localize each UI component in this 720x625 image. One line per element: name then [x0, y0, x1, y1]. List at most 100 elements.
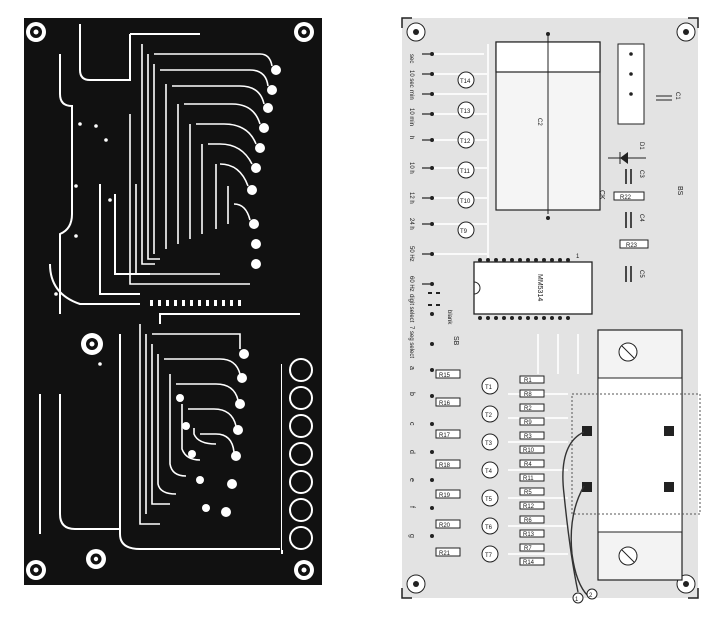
mid-label-1: blank	[446, 310, 452, 325]
svg-text:C4: C4	[638, 214, 644, 222]
transistor-t5: T5	[481, 489, 499, 507]
large-pad-column	[282, 352, 320, 550]
resistor-r22: R22	[613, 191, 645, 201]
svg-text:C2: C2	[536, 118, 542, 126]
segment-label-1: b	[408, 392, 415, 396]
lower-track-group	[139, 324, 241, 525]
pcb-board	[24, 18, 322, 585]
capacitor-c4: C4	[625, 212, 644, 228]
svg-text:R22: R22	[620, 195, 632, 201]
svg-text:R7: R7	[524, 546, 532, 552]
resistor-r4: R4	[519, 459, 545, 468]
transistor-t12: T12	[457, 131, 475, 149]
resistor-r13: R13	[519, 529, 545, 538]
svg-text:T5: T5	[485, 497, 493, 503]
svg-text:T1: T1	[485, 385, 493, 391]
svg-text:R18: R18	[439, 463, 451, 469]
svg-text:T12: T12	[460, 139, 471, 145]
resistor-r23: R23	[619, 239, 649, 249]
svg-text:C5: C5	[638, 270, 644, 278]
resistor-r16: R16	[435, 397, 461, 407]
svg-text:T13: T13	[460, 109, 471, 115]
left-label-4: h	[408, 136, 414, 139]
svg-text:MM5314: MM5314	[536, 274, 543, 301]
segment-label-group: a b c d e f g	[408, 366, 434, 538]
mid-label-0: digit select	[408, 294, 414, 323]
bs-label: BS	[676, 186, 683, 196]
resistor-r1: R1	[519, 375, 545, 384]
resistor-r6: R6	[519, 515, 545, 524]
svg-text:R4: R4	[524, 462, 532, 468]
transistor-t1: T1	[481, 377, 499, 395]
copper-track-layout	[20, 14, 326, 589]
transistor-t14: T14	[457, 71, 475, 89]
svg-text:R16: R16	[439, 401, 451, 407]
diode-d1: D1	[608, 142, 646, 164]
transistor-t3: T3	[481, 433, 499, 451]
svg-text:R11: R11	[523, 476, 534, 482]
svg-text:R17: R17	[439, 433, 451, 439]
segment-label-4: e	[408, 478, 415, 482]
svg-text:1: 1	[575, 597, 579, 603]
transistor-t2: T2	[481, 405, 499, 423]
mounting-hole-top-left	[26, 22, 46, 42]
svg-text:R2: R2	[524, 406, 532, 412]
svg-text:R8: R8	[524, 392, 532, 398]
svg-text:T11: T11	[460, 169, 471, 175]
left-label-group: sec 10 sec min 10 min h 10 h 12 h 24 h 5…	[408, 54, 414, 292]
segment-label-5: f	[408, 506, 415, 508]
right-resistor-column: R1 R8 R2 R9 R3 R10 R4 R11 R5 R12 R6 R13 …	[519, 375, 545, 566]
left-label-8: 50 Hz	[408, 246, 414, 262]
svg-text:R9: R9	[524, 420, 532, 426]
transistor-t7: T7	[481, 545, 499, 563]
mounting-hole-bottom	[86, 549, 106, 569]
mid-label-2: 7 seg select	[408, 326, 414, 358]
svg-text:R14: R14	[523, 560, 535, 566]
svg-text:T3: T3	[485, 441, 493, 447]
mounting-hole-bottom-right	[294, 560, 314, 580]
svg-text:R13: R13	[523, 532, 535, 538]
resistor-r21: R21	[435, 547, 461, 557]
resistor-r12: R12	[519, 501, 545, 510]
ic-pin1-label: 1	[576, 254, 580, 260]
svg-text:T9: T9	[460, 229, 468, 235]
wire-terminal-1: 1	[572, 592, 584, 604]
svg-text:2: 2	[589, 593, 593, 599]
svg-text:T2: T2	[485, 413, 493, 419]
left-label-1: 10 sec	[408, 70, 414, 88]
mounting-hole-bottom-left	[26, 560, 46, 580]
resistor-r14: R14	[519, 557, 545, 566]
comp-corner-marks	[401, 17, 699, 599]
capacitor-c2: C2	[495, 32, 601, 220]
svg-text:R10: R10	[523, 448, 535, 454]
left-label-2: min	[408, 90, 414, 100]
svg-text:T14: T14	[460, 79, 471, 85]
left-label-3: 10 min	[408, 108, 414, 126]
resistor-r2: R2	[519, 403, 545, 412]
transistor-t11: T11	[457, 161, 475, 179]
segment-label-2: c	[408, 422, 415, 426]
svg-text:T7: T7	[485, 553, 493, 559]
svg-text:R3: R3	[524, 434, 532, 440]
transistor-t13: T13	[457, 101, 475, 119]
top-transistor-column: T14 T13 T12 T11 T10 T9	[457, 71, 475, 239]
resistor-r9: R9	[519, 417, 545, 426]
transistor-t6: T6	[481, 517, 499, 535]
left-label-7: 24 h	[408, 218, 414, 230]
resistor-r7: R7	[519, 543, 545, 552]
resistor-r5: R5	[519, 487, 545, 496]
transistor-t9: T9	[457, 221, 475, 239]
resistor-r8: R8	[519, 389, 545, 398]
svg-text:D1: D1	[638, 142, 644, 150]
resistor-r11: R11	[519, 473, 545, 482]
svg-text:R1: R1	[524, 378, 532, 384]
svg-text:R12: R12	[523, 504, 535, 510]
svg-text:T6: T6	[485, 525, 493, 531]
transistor-t10: T10	[457, 191, 475, 209]
capacitor-c5: C5	[625, 266, 644, 282]
resistor-r15: R15	[435, 369, 461, 379]
left-label-5: 10 h	[408, 162, 414, 174]
transformer	[571, 329, 701, 581]
left-resistor-column: R15 R16 R17 R18 R19 R20 R21	[435, 369, 461, 557]
mid-label-group: digit select blank 7 seg select SB	[408, 292, 459, 358]
